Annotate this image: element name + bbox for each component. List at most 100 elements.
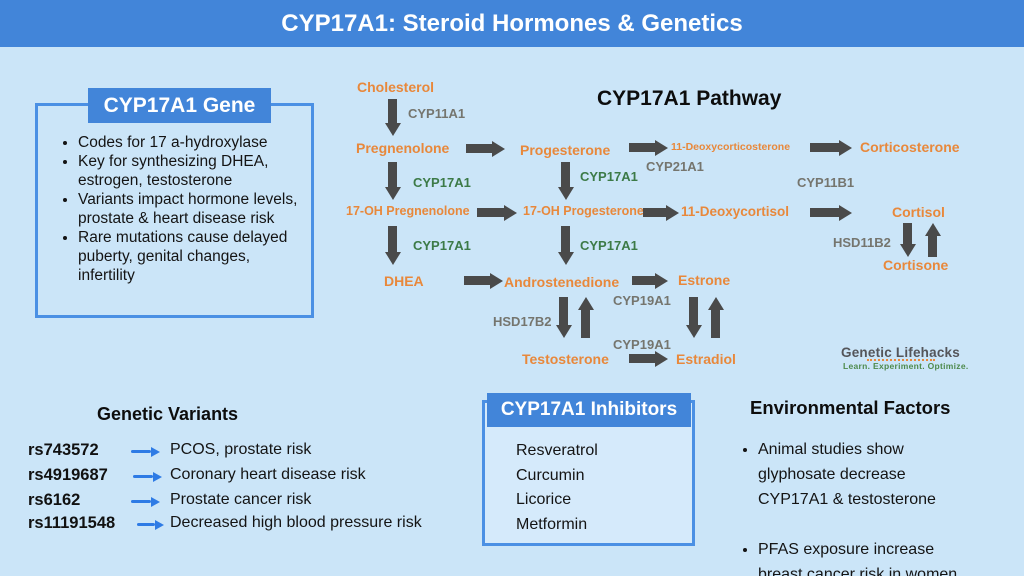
arrow-head xyxy=(490,272,503,289)
node-androstenedione: Androstenedione xyxy=(504,274,620,290)
node-estradiol: Estradiol xyxy=(676,351,736,367)
arrow-head xyxy=(899,244,916,257)
node-17oh-pregnenolone: 17-OH Pregnenolone xyxy=(346,204,470,218)
bullet-item: Animal studies show glyphosate decrease … xyxy=(758,437,1018,512)
environment-section-title: Environmental Factors xyxy=(750,397,951,418)
arrow-pregnenolone-to-17oh-pregnenolone xyxy=(384,162,401,200)
inhibitor-item: Curcumin xyxy=(516,466,585,484)
arrow-estradiol-to-estrone xyxy=(707,297,724,338)
arrow-shaft xyxy=(581,310,590,338)
arrow-shaft xyxy=(629,354,655,363)
bullet-item: Key for synthesizing DHEA, estrogen, tes… xyxy=(78,152,303,190)
arrow-shaft xyxy=(643,208,666,217)
arrow-shaft xyxy=(477,208,504,217)
node-11-deoxycorticosterone: 11-Deoxycorticosterone xyxy=(671,141,791,153)
arrow-17oh-pregnenolone-to-dhea xyxy=(384,226,401,265)
arrow-head xyxy=(555,325,572,338)
gene-bullet-list: Codes for 17 a-hydroxylase Key for synth… xyxy=(50,133,303,285)
arrow-shaft xyxy=(388,226,397,252)
arrow-right-icon xyxy=(133,471,162,482)
arrow-right-icon xyxy=(131,496,160,507)
variant-effect: Prostate cancer risk xyxy=(170,491,312,508)
arrow-cortisol-to-cortisone xyxy=(899,223,916,257)
logo-tagline: Learn. Experiment. Optimize. xyxy=(843,361,969,371)
arrow-shaft xyxy=(137,523,155,526)
enzyme-label-cyp11b1: CYP11B1 xyxy=(797,175,855,190)
arrow-shaft xyxy=(133,475,153,478)
arrow-cortisone-to-cortisol xyxy=(924,223,941,257)
arrow-shaft xyxy=(561,162,570,187)
logo-genetic-lifehacks: Genetic Lifehacks xyxy=(841,345,960,360)
arrow-shaft xyxy=(629,143,655,152)
arrow-head xyxy=(924,223,941,236)
variants-section-title: Genetic Variants xyxy=(97,404,239,424)
node-pregnenolone: Pregnenolone xyxy=(356,140,450,156)
arrow-head xyxy=(384,123,401,136)
variant-rsid: rs4919687 xyxy=(28,466,108,484)
bullet-item: Rare mutations cause delayed puberty, ge… xyxy=(78,228,303,285)
enzyme-label-cyp21a1: CYP21A1 xyxy=(646,159,704,174)
enzyme-label-cyp17a1: CYP17A1 xyxy=(580,238,638,253)
arrow-shaft xyxy=(559,297,568,325)
arrow-head xyxy=(155,519,164,530)
arrow-shaft xyxy=(388,99,397,123)
arrow-progesterone-to-11-deoxycorticosterone xyxy=(629,139,668,156)
arrow-head xyxy=(384,187,401,200)
enzyme-label-cyp17a1: CYP17A1 xyxy=(413,238,471,253)
arrow-testosterone-to-estradiol xyxy=(629,350,668,367)
arrow-17oh-progesterone-to-11-deoxycortisol xyxy=(643,204,679,221)
inhibitor-item: Resveratrol xyxy=(516,442,598,459)
arrow-shaft xyxy=(903,223,912,244)
arrow-shaft xyxy=(561,226,570,252)
node-17oh-progesterone: 17-OH Progesterone xyxy=(523,204,644,218)
arrow-shaft xyxy=(131,500,151,503)
arrow-11-deoxycorticosterone-to-corticosterone xyxy=(810,139,852,156)
logo-dotted-divider xyxy=(867,357,935,361)
inhibitor-item: Licorice xyxy=(516,491,572,508)
node-estrone: Estrone xyxy=(678,272,731,288)
environment-bullet-list: Animal studies show glyphosate decrease … xyxy=(734,412,1018,576)
node-cortisol: Cortisol xyxy=(892,204,945,220)
arrow-head xyxy=(707,297,724,310)
node-corticosterone: Corticosterone xyxy=(860,139,960,155)
variant-effect: Coronary heart disease risk xyxy=(170,466,366,483)
enzyme-label-cyp17a1: CYP17A1 xyxy=(580,169,638,184)
arrow-shaft xyxy=(388,162,397,187)
bullet-item: Variants impact hormone levels, prostate… xyxy=(78,190,303,228)
arrow-head xyxy=(685,325,702,338)
enzyme-label-cyp19a1: CYP19A1 xyxy=(613,337,671,352)
arrow-head xyxy=(557,252,574,265)
arrow-head xyxy=(655,272,668,289)
arrow-head xyxy=(504,204,517,221)
node-cholesterol: Cholesterol xyxy=(357,79,435,95)
arrow-head xyxy=(655,139,668,156)
arrow-head xyxy=(492,140,505,157)
arrow-shaft xyxy=(711,310,720,338)
arrow-progesterone-to-17oh-progesterone xyxy=(557,162,574,200)
gene-info-box: Codes for 17 a-hydroxylase Key for synth… xyxy=(35,103,314,318)
page-title: CYP17A1: Steroid Hormones & Genetics xyxy=(281,9,743,37)
node-cortisone: Cortisone xyxy=(883,257,949,273)
gene-box-title-badge: CYP17A1 Gene xyxy=(88,88,271,123)
node-progesterone: Progesterone xyxy=(520,142,611,158)
arrow-head xyxy=(384,252,401,265)
variant-rsid: rs6162 xyxy=(28,491,81,509)
arrow-11-deoxycortisol-to-cortisol xyxy=(810,204,852,221)
arrow-shaft xyxy=(810,143,839,152)
arrow-androstenedione-to-testosterone xyxy=(555,297,572,338)
bullet-item: PFAS exposure increase breast cancer ris… xyxy=(758,537,1018,576)
inhibitor-item: Metformin xyxy=(516,515,588,533)
variant-rsid: rs11191548 xyxy=(28,514,116,532)
inhibitors-list: Resveratrol Curcumin Licorice Metformin xyxy=(516,439,598,537)
variant-rsid: rs743572 xyxy=(28,441,99,459)
bullet-item: Codes for 17 a-hydroxylase xyxy=(78,133,303,152)
variant-effect: Decreased high blood pressure risk xyxy=(170,514,422,531)
arrow-androstenedione-to-estrone xyxy=(632,272,668,289)
arrow-pregnenolone-to-progesterone xyxy=(466,140,505,157)
arrow-head xyxy=(839,204,852,221)
enzyme-label-cyp11a1: CYP11A1 xyxy=(408,106,466,121)
enzyme-label-hsd11b2: HSD11B2 xyxy=(833,235,891,250)
arrow-head xyxy=(655,350,668,367)
arrow-shaft xyxy=(131,450,151,453)
arrow-head xyxy=(666,204,679,221)
